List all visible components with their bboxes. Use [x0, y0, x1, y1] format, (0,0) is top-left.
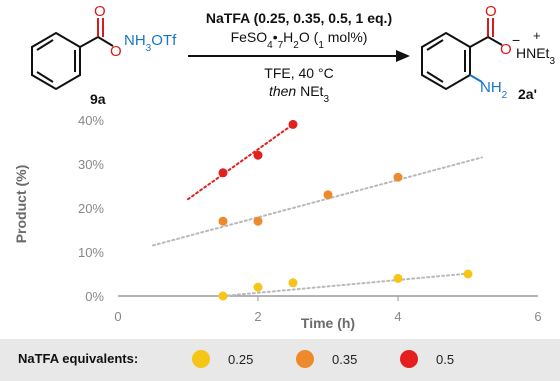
chart-axes: 0 2 4 6 0% 10% 20% 30% 40%	[78, 113, 542, 324]
y-tick-label: 0%	[85, 289, 104, 304]
conditions-solvent: TFE, 40 °C	[264, 65, 333, 81]
data-point-0-25	[218, 291, 228, 301]
product-anion-oxygen: O	[500, 41, 512, 58]
y-axis-title: Product (%)	[13, 165, 29, 244]
data-point-0-5	[218, 168, 228, 178]
data-point-0-25	[463, 269, 473, 279]
legend-label-0-25: 0.25	[228, 351, 254, 367]
conditions-top: NaTFA (0.25, 0.35, 0.5, 1 eq.)	[206, 10, 392, 26]
product-counterion: HNEt3	[516, 45, 555, 67]
data-points	[218, 119, 473, 301]
conditions-then-word: then	[269, 83, 296, 99]
x-tick-label: 6	[534, 309, 541, 324]
product-amine: NH2	[480, 79, 508, 101]
legend-title: NaTFA equivalents:	[18, 351, 139, 366]
trendline-0-25	[222, 272, 469, 297]
product-anion-charge: −	[512, 32, 520, 48]
product-label: 2a'	[518, 86, 537, 102]
data-point-0-25	[288, 278, 298, 288]
trendline-0-35	[152, 156, 483, 247]
legend-marker-0-25	[192, 350, 210, 368]
x-axis-title: Time (h)	[301, 315, 355, 331]
x-tick-label: 0	[114, 309, 121, 324]
data-point-0-5	[288, 119, 298, 129]
product-carbonyl-oxygen: O	[485, 3, 497, 20]
legend-marker-0-5	[400, 350, 418, 368]
data-point-0-35	[393, 172, 403, 182]
data-point-0-35	[253, 216, 263, 226]
product-counterion-charge: +	[533, 28, 541, 43]
data-point-0-25	[253, 282, 263, 292]
conditions-catalyst: FeSO4•7H2O (1 mol%)	[231, 29, 368, 51]
reaction-scheme: O O NH3OTf 9a NaTFA (0.25, 0.35, 0.5, 1 …	[31, 3, 555, 107]
legend: NaTFA equivalents: 0.25 0.35 0.5	[0, 339, 560, 381]
data-point-0-5	[253, 150, 263, 160]
reaction-arrow	[188, 50, 410, 62]
legend-item-0-5: 0.5	[400, 350, 454, 368]
x-tick-label: 2	[254, 309, 261, 324]
legend-marker-0-35	[296, 350, 314, 368]
y-tick-label: 30%	[78, 157, 104, 172]
trendline-0-5	[187, 123, 294, 201]
x-tick-label: 4	[394, 309, 401, 324]
legend-item-0-25: 0.25	[192, 350, 253, 368]
conditions-then-reagent: NEt3	[300, 83, 329, 105]
legend-label-0-35: 0.35	[332, 351, 358, 367]
legend-item-0-35: 0.35	[296, 350, 357, 368]
reactant-carbonyl-oxygen: O	[94, 3, 106, 20]
reactant-group: NH3OTf	[124, 32, 177, 54]
data-point-0-25	[393, 273, 403, 283]
trend-lines	[152, 123, 483, 297]
product-structure	[421, 18, 503, 91]
data-point-0-35	[323, 190, 333, 200]
reactant-label: 9a	[90, 91, 106, 107]
legend-label-0-5: 0.5	[436, 351, 455, 367]
data-point-0-35	[218, 216, 228, 226]
y-tick-label: 20%	[78, 201, 104, 216]
conditions-then: then NEt3	[269, 83, 329, 105]
y-tick-label: 10%	[78, 245, 104, 260]
y-tick-label: 40%	[78, 113, 104, 128]
reactant-structure	[31, 18, 114, 91]
product-vs-time-chart: 0 2 4 6 0% 10% 20% 30% 40% Time (h) Product (%)	[13, 113, 542, 331]
reactant-ester-oxygen: O	[110, 43, 122, 60]
